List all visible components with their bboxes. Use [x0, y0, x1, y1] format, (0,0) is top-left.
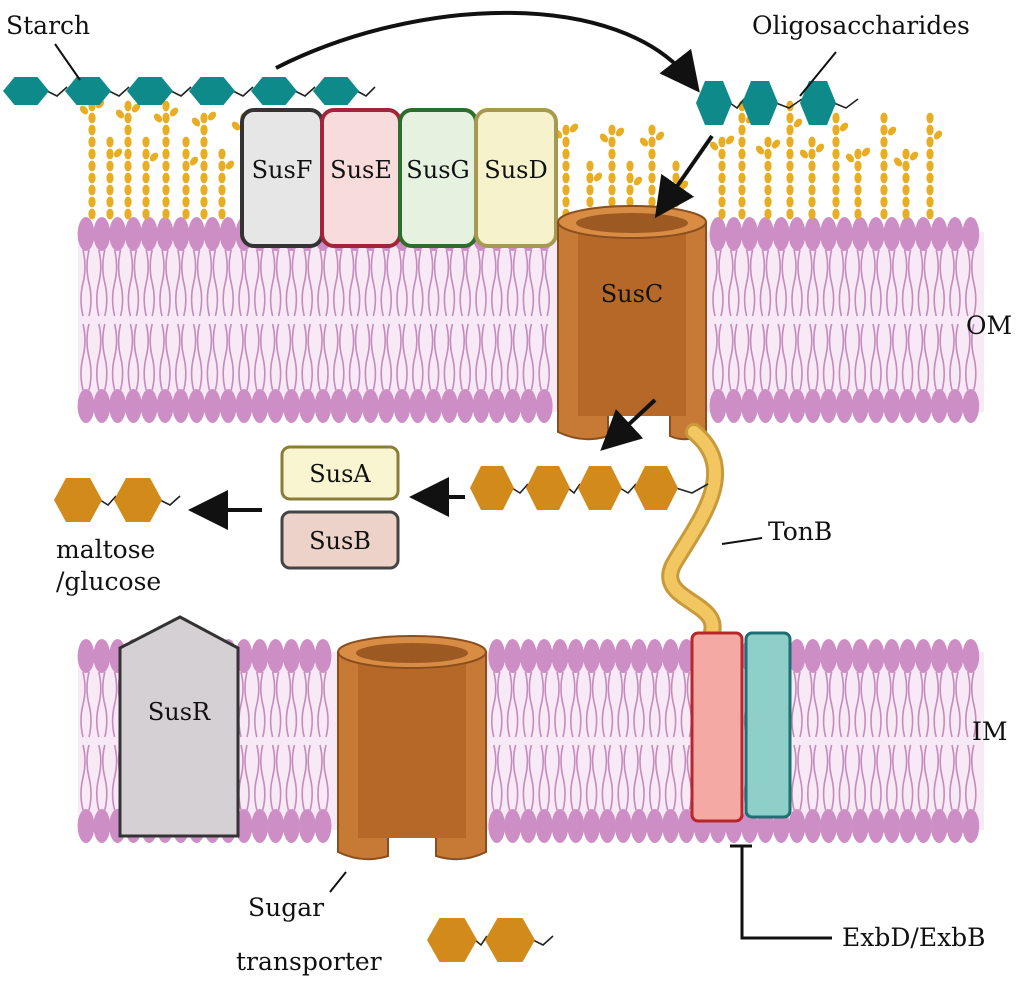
maltose-label-line1: maltose — [56, 535, 155, 564]
om-label: OM — [966, 311, 1012, 340]
starch-glucose-unit — [65, 77, 111, 105]
periplasmic-oligosaccharide-unit — [578, 466, 622, 510]
susC-barrel: SusC — [557, 205, 707, 441]
susG-protein: SusG — [398, 108, 478, 248]
oligo-to-susC-arrow — [654, 134, 714, 219]
starch-glucose-unit — [3, 77, 49, 105]
starch-glucose-unit — [251, 77, 297, 105]
oligosaccharides-label: Oligosaccharides — [752, 11, 970, 40]
susR-protein: SusR — [118, 615, 240, 838]
susD-protein: SusD — [474, 108, 558, 248]
susE-protein: SusE — [320, 108, 402, 248]
susR-label: SusR — [148, 698, 211, 726]
susD-label: SusD — [484, 156, 547, 184]
oligosaccharide-glucose-unit — [696, 81, 732, 125]
oligo-leader-line — [799, 51, 837, 97]
maltose-glucose-unit — [114, 478, 162, 522]
starch-glucose-unit — [189, 77, 235, 105]
oligosaccharide-glucose-unit — [742, 81, 778, 125]
sugar-transporter-leader-line — [329, 871, 347, 893]
starch-to-oligo-arrow — [275, 10, 700, 93]
exbb-protein — [744, 631, 792, 819]
outer-membrane — [77, 217, 984, 423]
susA-label: SusA — [309, 460, 371, 488]
periplasmic-oligosaccharide-unit — [470, 466, 514, 510]
starch-label: Starch — [6, 11, 90, 40]
exbd-leader-line — [730, 844, 832, 940]
susC-to-periplasm-arrow — [600, 398, 657, 451]
periplasmic-oligosaccharide-unit — [634, 466, 678, 510]
maltose-label-line2: /glucose — [56, 567, 161, 596]
tonb-label: TonB — [768, 517, 832, 546]
susB-label: SusB — [309, 527, 371, 555]
sugar-transporter-label-line1: Sugar — [248, 893, 324, 922]
maltose-glucose-unit — [54, 478, 102, 522]
susA-protein: SusA — [280, 445, 400, 501]
susC-label: SusC — [601, 280, 664, 308]
tonb-protein — [661, 423, 725, 641]
sugar-transporter-barrel — [337, 635, 487, 861]
susF-protein: SusF — [240, 108, 324, 248]
surface-glycans — [79, 99, 943, 220]
cytoplasmic-glucose-unit — [427, 918, 477, 962]
susE-label: SusE — [330, 156, 392, 184]
starch-leader-line — [54, 43, 81, 81]
starch-glucose-unit — [127, 77, 173, 105]
sugar-transporter-label-line2: transporter — [236, 947, 382, 976]
susG-label: SusG — [406, 156, 469, 184]
exbd-label: ExbD/ExbB — [842, 923, 986, 952]
susB-protein: SusB — [280, 510, 400, 570]
cytoplasmic-glucose-unit — [485, 918, 535, 962]
oligosaccharide-glucose-unit — [800, 81, 836, 125]
exbd-protein — [690, 631, 744, 823]
im-label: IM — [972, 717, 1007, 746]
periplasmic-oligosaccharide-unit — [526, 466, 570, 510]
susF-label: SusF — [252, 156, 313, 184]
starch-glucose-unit — [313, 77, 359, 105]
tonb-leader-line — [721, 537, 763, 545]
